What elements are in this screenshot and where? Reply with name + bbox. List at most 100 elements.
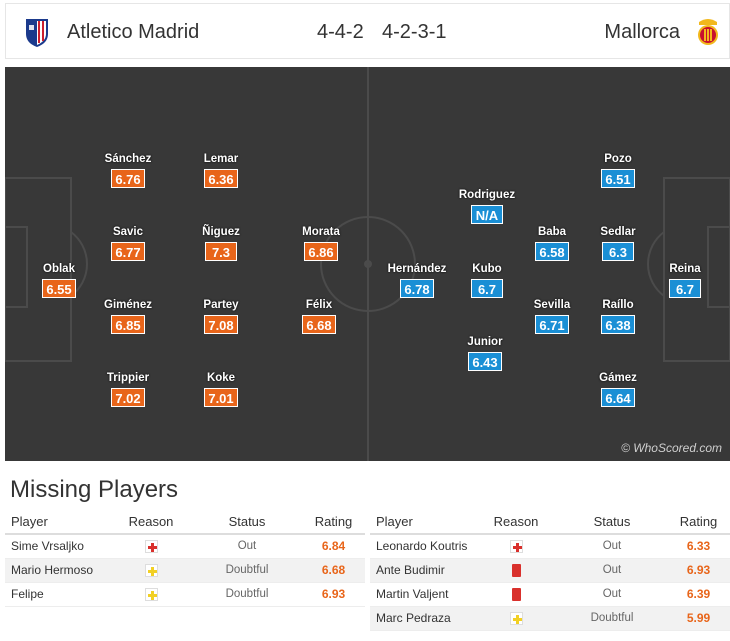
column-header-rating[interactable]: Rating [667, 510, 730, 535]
missing-player-name[interactable]: Sime Vrsaljko [5, 534, 110, 559]
column-header-reason[interactable]: Reason [475, 510, 557, 535]
home-player[interactable]: Koke 7.01 [186, 371, 256, 408]
red-card-icon [511, 564, 521, 578]
player-rating: 7.3 [205, 242, 237, 261]
away-player[interactable]: Kubo 6.7 [452, 262, 522, 299]
player-rating: 6.7 [471, 279, 503, 298]
table-row: Marc Pedraza Doubtful 5.99 [370, 606, 730, 631]
missing-player-name[interactable]: Ante Budimir [370, 558, 475, 583]
missing-player-status: Doubtful [557, 606, 667, 631]
away-player[interactable]: Reina 6.7 [650, 262, 720, 299]
player-name: Pozo [604, 153, 632, 165]
mallorca-crest-icon[interactable] [695, 16, 721, 48]
player-name: Lemar [203, 153, 239, 165]
away-player[interactable]: Sedlar 6.3 [583, 225, 653, 262]
home-missing-table: Player Reason Status Rating Sime Vrsaljk… [5, 510, 365, 607]
player-name: Koke [206, 372, 236, 384]
table-row: Sime Vrsaljko Out 6.84 [5, 534, 365, 559]
column-header-rating[interactable]: Rating [302, 510, 365, 535]
column-header-status[interactable]: Status [557, 510, 667, 535]
player-rating: 6.43 [468, 352, 502, 371]
player-rating: 6.51 [601, 169, 635, 188]
missing-player-name[interactable]: Mario Hermoso [5, 558, 110, 583]
away-player[interactable]: Gámez 6.64 [583, 371, 653, 408]
home-player[interactable]: Lemar 6.36 [186, 152, 256, 189]
column-header-player[interactable]: Player [5, 510, 110, 535]
player-name: Sánchez [104, 153, 152, 165]
player-rating: 6.58 [535, 242, 569, 261]
home-player[interactable]: Partey 7.08 [186, 298, 256, 335]
home-team-name[interactable]: Atletico Madrid [67, 21, 200, 43]
player-name: Trippier [106, 372, 150, 384]
away-player[interactable]: Hernández 6.78 [382, 262, 452, 299]
player-rating: 6.55 [42, 279, 76, 298]
away-player[interactable]: Raíllo 6.38 [583, 298, 653, 335]
away-team-name[interactable]: Mallorca [604, 21, 680, 43]
missing-player-rating: 6.93 [667, 558, 730, 583]
player-name: Gámez [599, 372, 637, 384]
away-player[interactable]: Pozo 6.51 [583, 152, 653, 189]
away-player[interactable]: Sevilla 6.71 [517, 298, 587, 335]
player-rating: 6.7 [669, 279, 701, 298]
player-name: Raíllo [602, 299, 634, 311]
missing-player-status: Out [557, 582, 667, 607]
away-formation: 4-2-3-1 [382, 21, 447, 43]
player-name: Baba [537, 226, 567, 238]
injury-icon [509, 540, 523, 554]
missing-player-name[interactable]: Marc Pedraza [370, 606, 475, 631]
missing-player-rating: 6.39 [667, 582, 730, 607]
missing-players-title: Missing Players [10, 476, 179, 503]
pitch-lines [5, 67, 730, 461]
home-player[interactable]: Trippier 7.02 [93, 371, 163, 408]
home-player[interactable]: Giménez 6.85 [93, 298, 163, 335]
away-missing-table: Player Reason Status Rating Leonardo Kou… [370, 510, 730, 631]
home-player[interactable]: Morata 6.86 [286, 225, 356, 262]
column-header-player[interactable]: Player [370, 510, 475, 535]
away-player[interactable]: Junior 6.43 [450, 335, 520, 372]
missing-player-status: Out [557, 534, 667, 559]
home-player[interactable]: Félix 6.68 [284, 298, 354, 335]
player-name: Oblak [43, 263, 75, 275]
table-row: Martin Valjent Out 6.39 [370, 582, 730, 607]
player-rating: 6.68 [302, 315, 336, 334]
player-name: Hernández [387, 263, 447, 275]
away-player[interactable]: Baba 6.58 [517, 225, 587, 262]
column-header-status[interactable]: Status [192, 510, 302, 535]
match-header: Atletico Madrid 4-4-2 4-2-3-1 Mallorca [5, 3, 730, 59]
missing-player-status: Out [192, 534, 302, 559]
player-rating: 7.08 [204, 315, 238, 334]
home-player[interactable]: Ñiguez 7.3 [186, 225, 256, 262]
column-header-reason[interactable]: Reason [110, 510, 192, 535]
player-name: Félix [305, 299, 333, 311]
doubtful-icon [144, 588, 158, 602]
red-card-icon [511, 588, 521, 602]
away-player[interactable]: Rodriguez N/A [452, 188, 522, 225]
table-row: Felipe Doubtful 6.93 [5, 582, 365, 607]
home-player[interactable]: Sánchez 6.76 [93, 152, 163, 189]
missing-player-rating: 6.84 [302, 534, 365, 559]
player-name: Sedlar [600, 226, 636, 238]
missing-player-rating: 5.99 [667, 606, 730, 631]
player-name: Junior [467, 336, 503, 348]
player-name: Savic [112, 226, 144, 238]
missing-player-rating: 6.33 [667, 534, 730, 559]
home-player[interactable]: Savic 6.77 [93, 225, 163, 262]
missing-player-name[interactable]: Felipe [5, 582, 110, 607]
player-rating: 6.36 [204, 169, 238, 188]
player-rating: 6.3 [602, 242, 634, 261]
home-player[interactable]: Oblak 6.55 [24, 262, 94, 299]
player-name: Kubo [472, 263, 502, 275]
player-rating: 7.01 [204, 388, 238, 407]
player-rating: 6.38 [601, 315, 635, 334]
missing-player-rating: 6.68 [302, 558, 365, 583]
missing-player-name[interactable]: Martin Valjent [370, 582, 475, 607]
table-row: Leonardo Koutris Out 6.33 [370, 534, 730, 559]
injury-icon [144, 540, 158, 554]
player-rating: 6.78 [400, 279, 434, 298]
missing-player-rating: 6.93 [302, 582, 365, 607]
player-rating: 6.86 [304, 242, 338, 261]
missing-player-name[interactable]: Leonardo Koutris [370, 534, 475, 559]
player-name: Reina [669, 263, 701, 275]
atletico-madrid-crest-icon[interactable] [24, 16, 50, 48]
player-name: Giménez [104, 299, 152, 311]
